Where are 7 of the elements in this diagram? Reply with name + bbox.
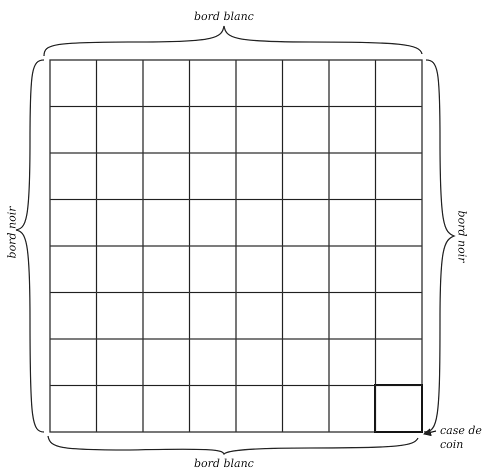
brace-label: bord noir [6,206,18,258]
callout-text: case de coin [440,424,490,452]
corner-square [374,384,424,434]
brace-label: bord blanc [194,458,254,468]
brace-label: bord blanc [194,10,254,22]
leader-arrow [423,428,436,436]
brace-label: bord noir [456,210,468,262]
